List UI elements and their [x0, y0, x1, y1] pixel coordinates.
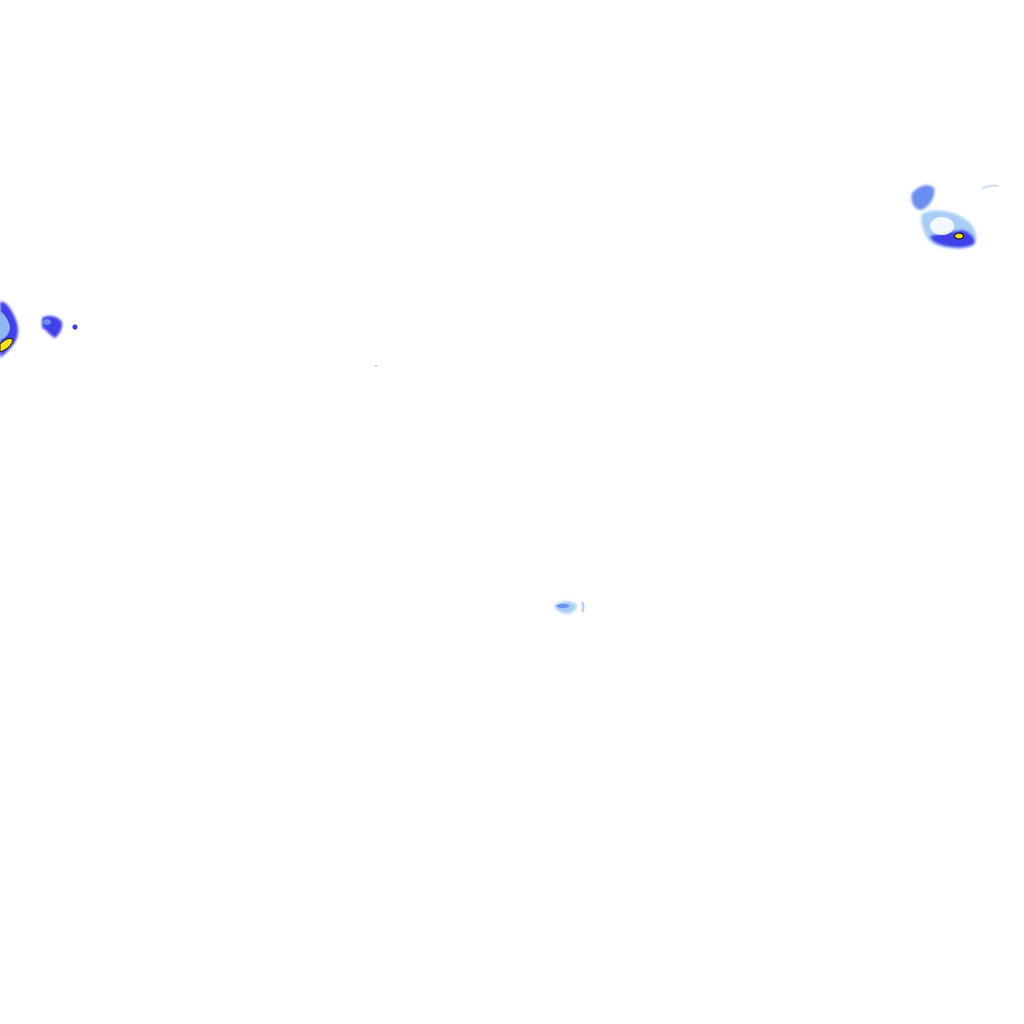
echo-west-edge	[0, 301, 19, 358]
echo-west-small	[42, 315, 63, 338]
echo-northeast-cluster	[911, 184, 999, 249]
echo-tiny-speck	[375, 365, 377, 367]
echo-center-south	[554, 601, 585, 614]
echo-west-speck	[72, 324, 78, 330]
